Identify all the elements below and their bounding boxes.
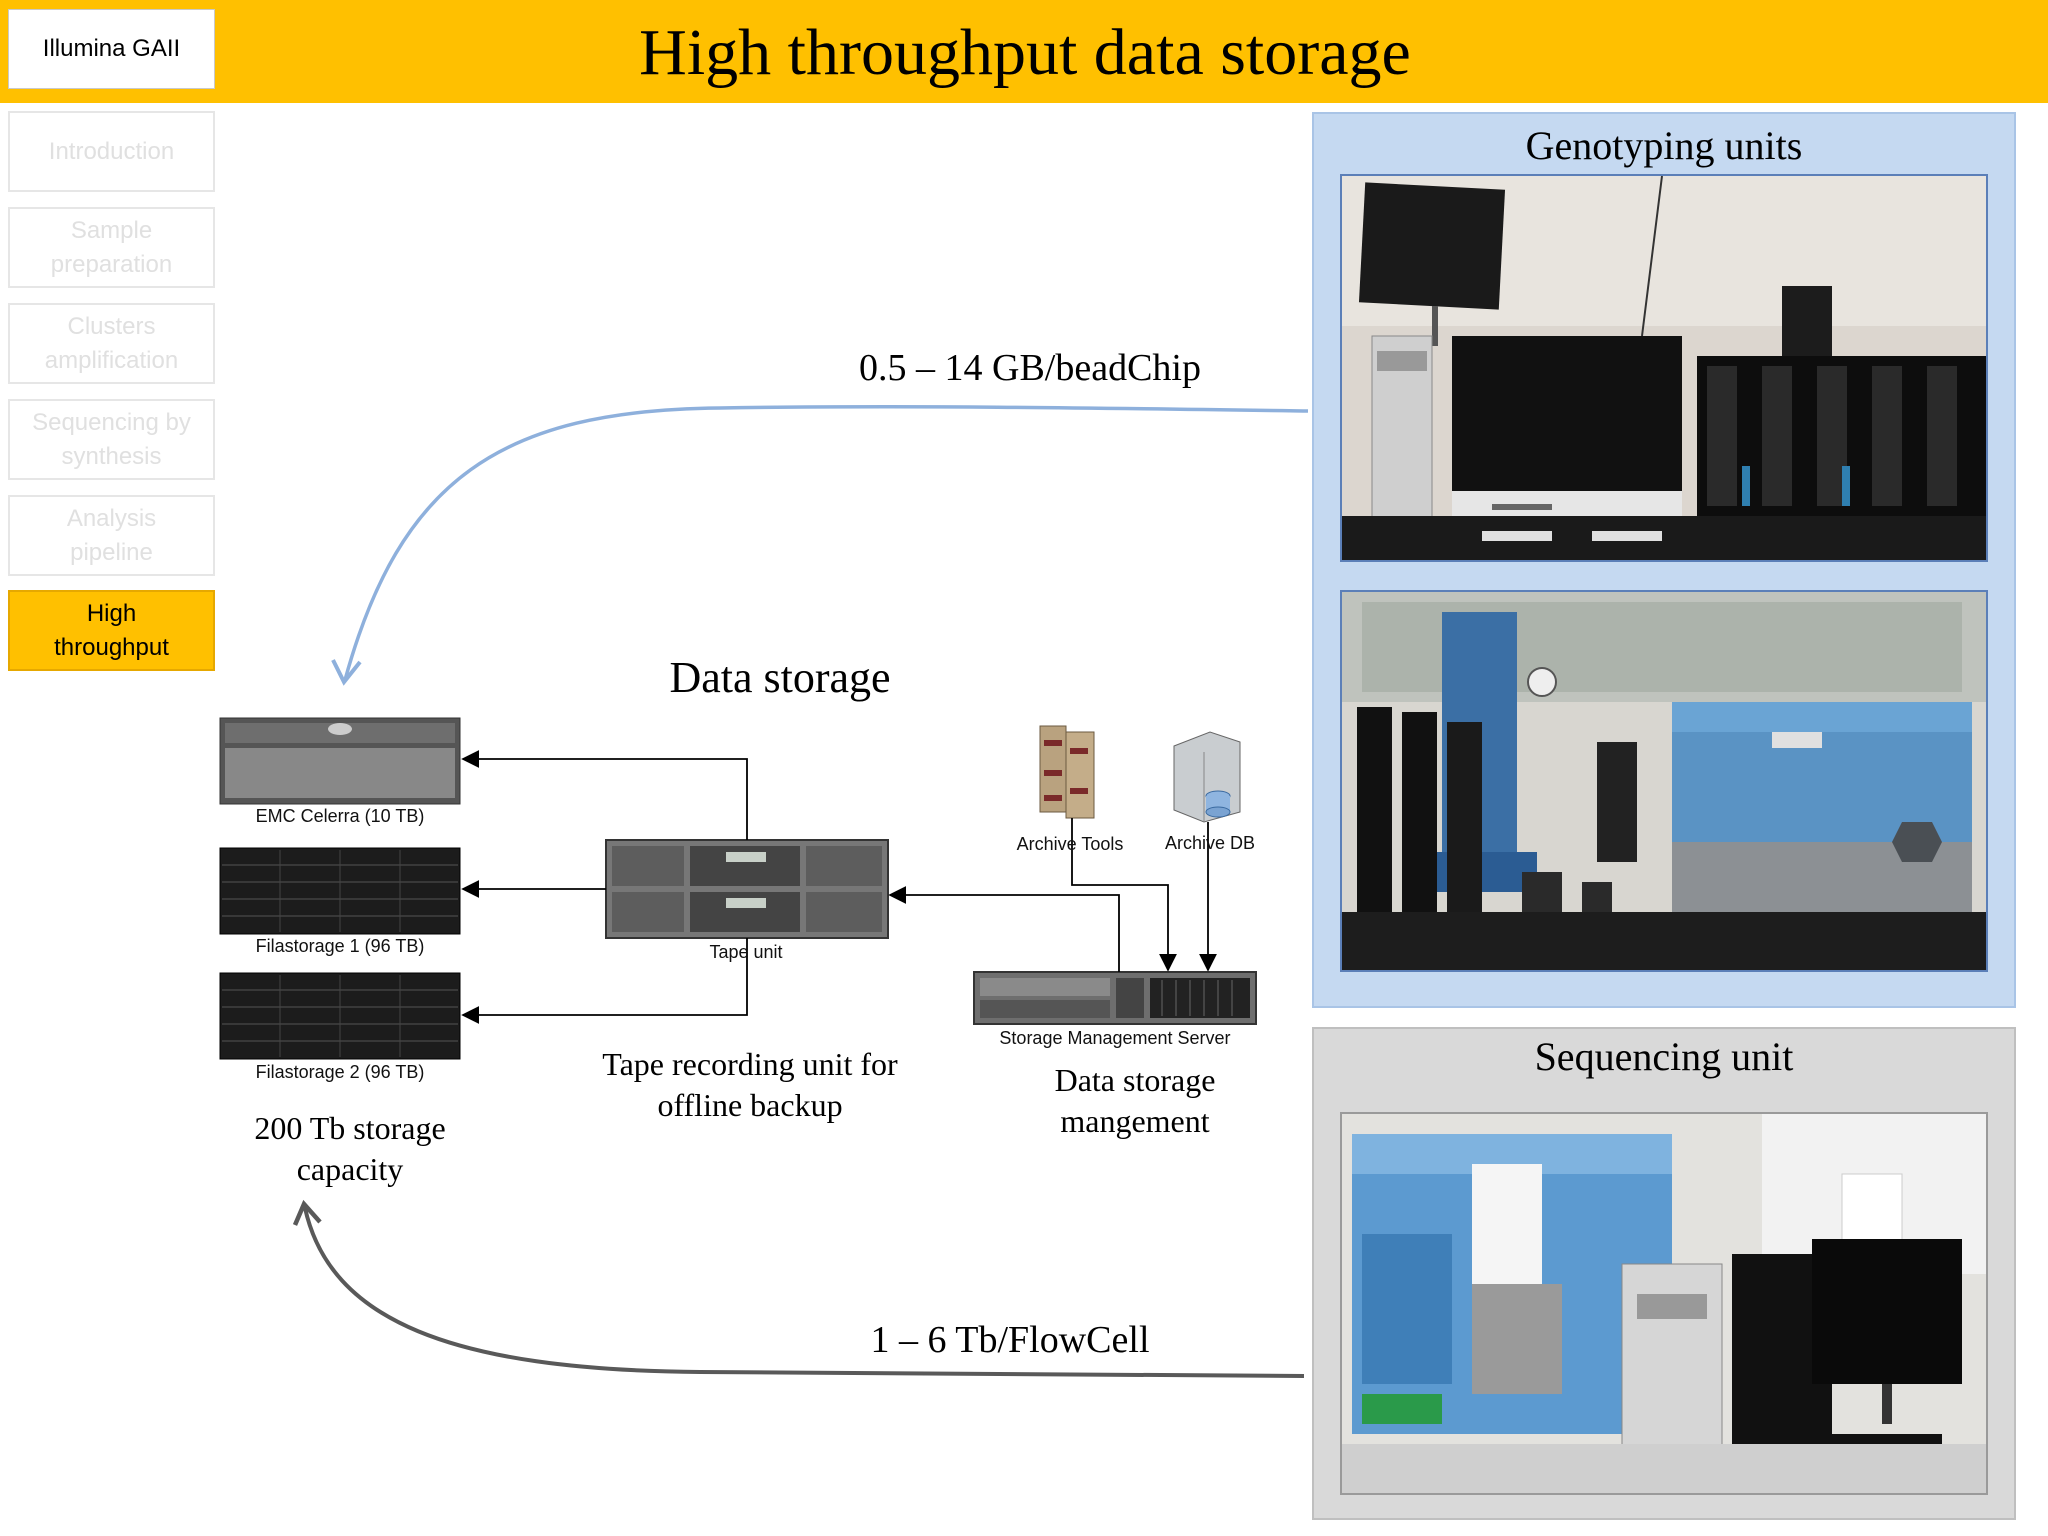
archive-db-icon [1173, 731, 1241, 823]
genotyping-photo-robot [1340, 590, 1988, 972]
page-title: High throughput data storage [639, 16, 1411, 89]
nav-item-high-throughput[interactable]: High throughput [8, 590, 215, 671]
sequencing-title: Sequencing unit [1534, 1034, 1794, 1079]
genotyping-title: Genotyping units [1525, 123, 1803, 168]
nav-item-introduction[interactable]: Introduction [8, 111, 215, 192]
tape-unit-icon [605, 839, 889, 939]
server-label: Storage Management Server [999, 1028, 1231, 1048]
filastorage-1-icon [219, 847, 461, 935]
connector-server-tape [888, 886, 1120, 972]
flow-arrow-top [343, 405, 1309, 681]
filastorage-2-label: Filastorage 2 (96 TB) [255, 1062, 425, 1082]
brand-label[interactable]: Illumina GAII [8, 9, 215, 89]
nav-item-clusters-amplification[interactable]: Clusters amplification [8, 303, 215, 384]
sequencing-photo [1340, 1112, 1988, 1495]
connector-tape-emc [461, 750, 748, 840]
server-caption: Data storage mangement [1054, 1062, 1216, 1139]
emc-celerra-label: EMC Celerra (10 TB) [255, 806, 425, 826]
tape-unit-label: Tape unit [709, 942, 783, 962]
genotyping-photo-scanner [1340, 174, 1988, 562]
flow-arrowhead-top [331, 659, 362, 686]
archive-tools-icon [1039, 725, 1095, 819]
archive-db-label: Archive DB [1164, 833, 1256, 853]
filastorage-2-icon [219, 972, 461, 1060]
tape-caption: Tape recording unit for offline backup [602, 1046, 898, 1123]
flow-arrow-bottom [303, 1207, 1305, 1378]
connector-tools-server [1071, 818, 1177, 972]
emc-celerra-icon [219, 717, 461, 805]
connector-tape-fila2 [461, 938, 748, 1024]
nav-item-sequencing-by-synthesis[interactable]: Sequencing by synthesis [8, 399, 215, 480]
nav-item-analysis-pipeline[interactable]: Analysis pipeline [8, 495, 215, 576]
storage-server-icon [973, 971, 1257, 1025]
header-bar [0, 0, 2048, 103]
flow-arrowhead-bottom [292, 1199, 322, 1226]
nav-item-sample-preparation[interactable]: Sample preparation [8, 207, 215, 288]
diagram-heading: Data storage [669, 653, 891, 702]
archive-tools-label: Archive Tools [1016, 834, 1124, 854]
filastorage-1-label: Filastorage 1 (96 TB) [255, 936, 425, 956]
flow-label-top: 0.5 – 14 GB/beadChip [859, 347, 1201, 389]
flow-label-bottom: 1 – 6 Tb/FlowCell [870, 1319, 1150, 1361]
storage-capacity-caption: 200 Tb storage capacity [254, 1110, 446, 1187]
